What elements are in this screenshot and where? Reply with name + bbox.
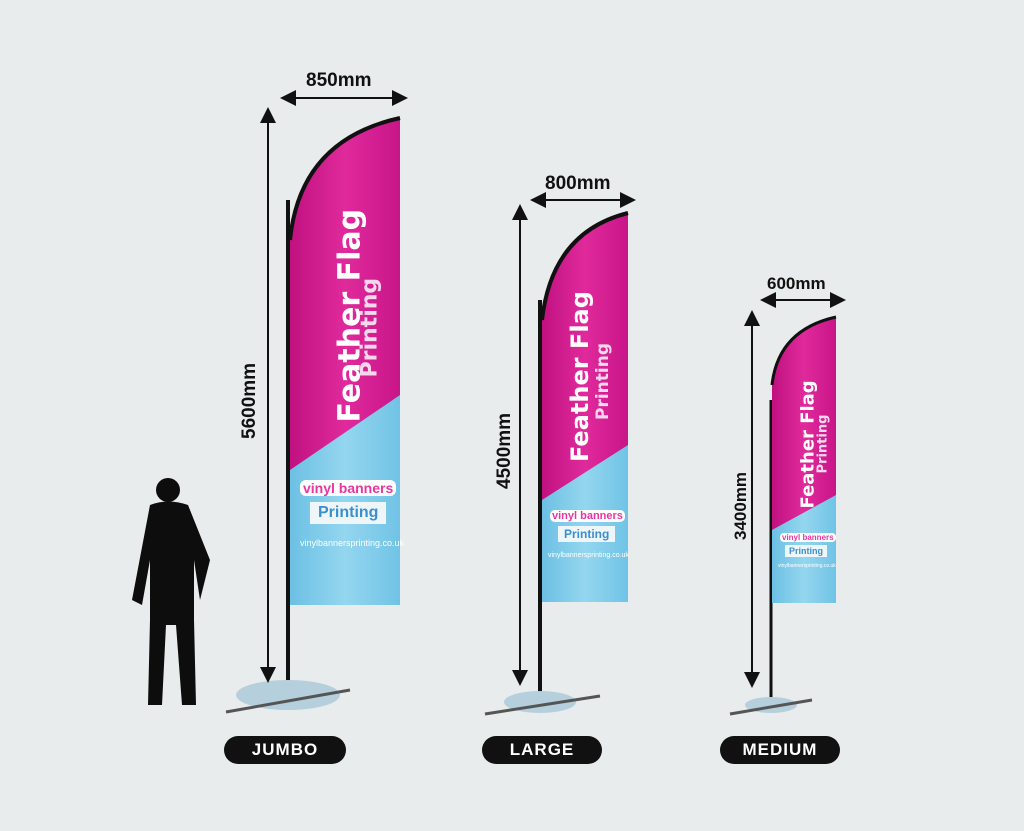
large-width-label: 800mm [545,173,611,194]
jumbo-brand-sub: Printing [310,502,387,524]
flag-medium [729,292,846,716]
large-subtitle: Printing [593,343,613,420]
medium-height-label: 3400mm [731,471,750,540]
person-silhouette [132,478,210,705]
jumbo-height-label: 5600mm [239,362,260,439]
jumbo-width-label: 850mm [306,70,372,91]
medium-subtitle: Printing [815,414,831,474]
large-height-label: 4500mm [494,412,515,489]
large-brand: vinyl banners [550,510,625,522]
flag-large [484,192,636,716]
jumbo-url: vinylbannersprinting.co.uk [300,538,405,548]
size-badge-medium: MEDIUM [720,736,840,764]
jumbo-brand: vinyl banners [300,480,397,496]
medium-brand-sub: Printing [785,545,827,557]
size-badge-jumbo: JUMBO [224,736,346,764]
size-badge-large: LARGE [482,736,602,764]
jumbo-subtitle: Printing [357,277,383,378]
medium-width-label: 600mm [767,274,826,293]
large-title: Feather Flag [566,291,594,462]
medium-url: vinylbannersprinting.co.uk [778,563,836,569]
medium-brand: vinyl banners [780,533,836,542]
large-url: vinylbannersprinting.co.uk [548,552,629,559]
large-brand-sub: Printing [558,526,616,542]
